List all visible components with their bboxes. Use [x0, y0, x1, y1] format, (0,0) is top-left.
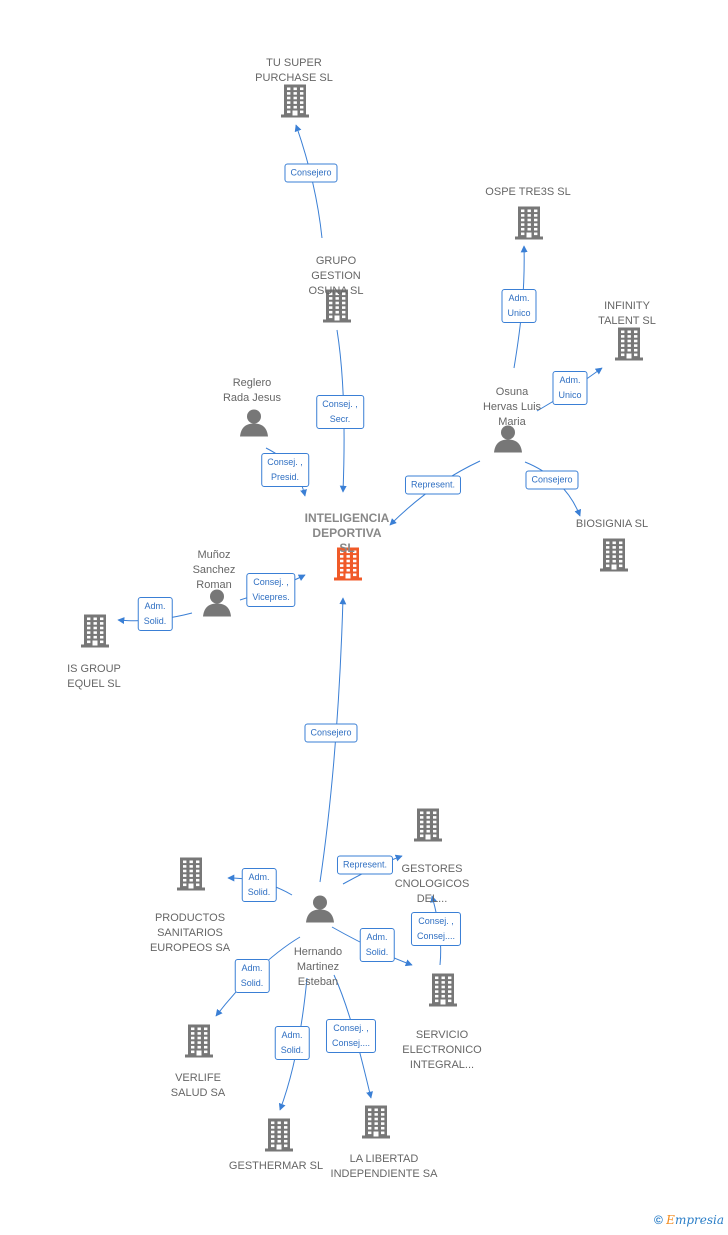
building-icon[interactable]	[599, 538, 629, 577]
building-icon[interactable]	[614, 327, 644, 366]
building-icon[interactable]	[361, 1105, 391, 1144]
building-icon[interactable]	[176, 857, 206, 896]
node-label-verlife[interactable]: VERLIFE SALUD SA	[170, 1072, 226, 1099]
building-icon[interactable]	[80, 614, 110, 653]
edge-label-hernando-to-main[interactable]: Consejero	[304, 723, 358, 743]
edge-label-osuna-to-biosignia[interactable]: Consejero	[525, 470, 579, 490]
node-label-tu-super[interactable]: TU SUPER PURCHASE SL	[255, 57, 333, 84]
edge-label-osuna-to-main[interactable]: Represent.	[404, 475, 462, 495]
node-label-biosignia[interactable]: BIOSIGNIA SL	[575, 518, 649, 530]
edge-label-reglero-to-main[interactable]: Consej. , Presid.	[261, 453, 309, 487]
node-label-servicio[interactable]: SERVICIO ELECTRONICO INTEGRAL...	[402, 1029, 482, 1071]
building-icon[interactable]	[413, 808, 443, 847]
person-icon[interactable]	[202, 588, 232, 623]
node-label-libertad[interactable]: LA LIBERTAD INDEPENDIENTE SA	[330, 1153, 438, 1180]
copyright-icon: ©	[653, 1213, 663, 1227]
brand-name: mpresia	[674, 1213, 724, 1227]
brand-initial: E	[666, 1213, 675, 1227]
edge-label-osuna-to-infinity[interactable]: Adm. Unico	[552, 371, 588, 405]
main-building-icon[interactable]	[333, 547, 363, 586]
edge-label-hernando-to-productos[interactable]: Adm. Solid.	[241, 868, 277, 902]
node-label-munoz[interactable]: Muñoz Sanchez Roman	[192, 549, 236, 591]
person-icon[interactable]	[239, 408, 269, 443]
edge-label-grupo-to-tu-super[interactable]: Consejero	[284, 163, 338, 183]
person-icon[interactable]	[305, 894, 335, 929]
edge-label-hernando-to-verlife[interactable]: Adm. Solid.	[234, 959, 270, 993]
edge-label-munoz-to-isgroup[interactable]: Adm. Solid.	[137, 597, 173, 631]
node-label-ospe[interactable]: OSPE TRE3S SL	[485, 186, 571, 198]
building-icon[interactable]	[322, 289, 352, 328]
person-icon[interactable]	[493, 424, 523, 459]
building-icon[interactable]	[184, 1024, 214, 1063]
empresia-brand[interactable]: © Empresia	[654, 1213, 724, 1227]
building-icon[interactable]	[428, 973, 458, 1012]
node-label-productos[interactable]: PRODUCTOS SANITARIOS EUROPEOS SA	[149, 912, 231, 954]
edge-label-servicio-to-gestores[interactable]: Consej. , Consej....	[410, 912, 462, 946]
node-label-osuna[interactable]: Osuna Hervas Luis Maria	[482, 386, 542, 428]
node-label-hernando[interactable]: Hernando Martinez Esteban	[293, 946, 343, 988]
edge-label-hernando-to-gesthermar[interactable]: Adm. Solid.	[274, 1026, 310, 1060]
node-label-grupo[interactable]: GRUPO GESTION OSUNA SL	[308, 255, 364, 297]
edge-hernando-to-main	[319, 597, 347, 883]
building-icon[interactable]	[264, 1118, 294, 1157]
edge-label-osuna-to-ospe[interactable]: Adm. Unico	[501, 289, 537, 323]
edge-label-hernando-to-libertad[interactable]: Consej. , Consej....	[325, 1019, 377, 1053]
node-label-gesthermar[interactable]: GESTHERMAR SL	[228, 1160, 324, 1172]
node-label-isgroup[interactable]: IS GROUP EQUEL SL	[67, 663, 121, 690]
node-label-infinity[interactable]: INFINITY TALENT SL	[598, 300, 656, 327]
node-label-reglero[interactable]: Reglero Rada Jesus	[222, 377, 282, 404]
node-label-gestores[interactable]: GESTORES CNOLOGICOS DEL...	[394, 863, 470, 905]
building-icon[interactable]	[514, 206, 544, 245]
edge-label-grupo-to-main[interactable]: Consej. , Secr.	[316, 395, 364, 429]
node-label-main[interactable]: INTELIGENCIA DEPORTIVA SL	[304, 511, 390, 555]
edge-label-munoz-to-main[interactable]: Consej. , Vicepres.	[246, 573, 296, 607]
building-icon[interactable]	[280, 84, 310, 123]
edge-label-hernando-to-servicio[interactable]: Adm. Solid.	[359, 928, 395, 962]
edge-label-hernando-to-gestores[interactable]: Represent.	[336, 855, 394, 875]
